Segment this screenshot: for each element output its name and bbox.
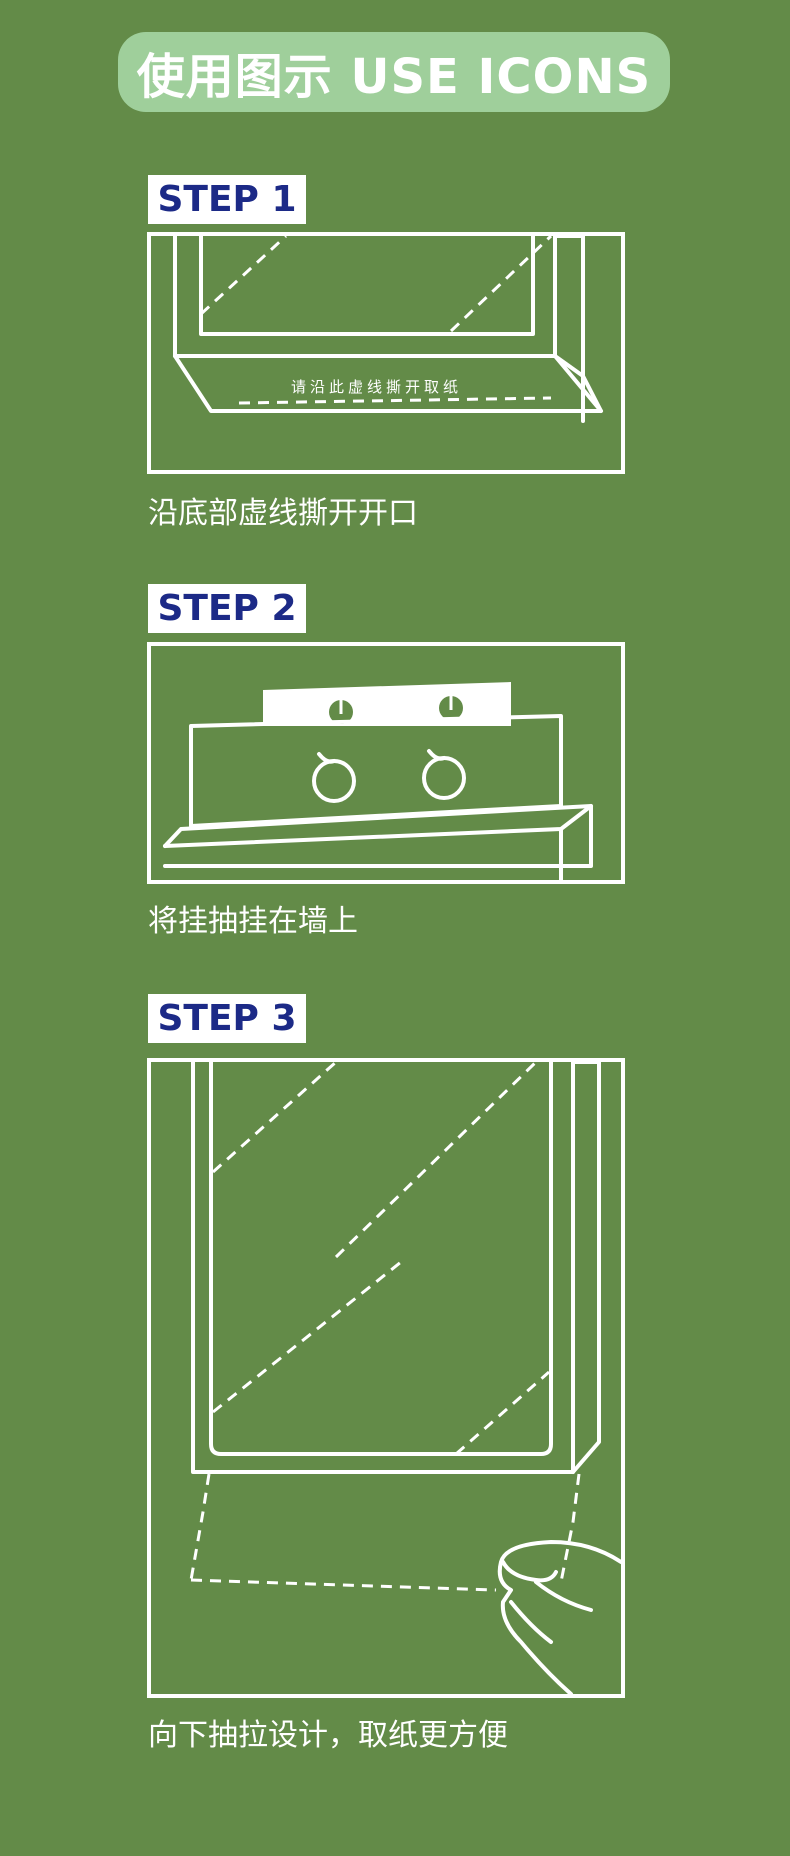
step-3-caption: 向下抽拉设计，取纸更方便 (148, 1718, 508, 1753)
step-3-illustration (147, 1058, 625, 1698)
step-2-caption: 将挂抽挂在墙上 (148, 904, 358, 939)
page-title: 使用图示 USE ICONS (118, 32, 670, 112)
box-tear-instruction: 请沿此虚线撕开取纸 (291, 378, 462, 396)
tissue-box-hanging-icon (163, 714, 593, 880)
wall-hook-icon (263, 682, 511, 726)
step-1-caption: 沿底部虚线撕开开口 (148, 496, 418, 531)
tissue-box-front-icon: 请沿此虚线撕开取纸 (173, 236, 603, 423)
step-1-illustration: 请沿此虚线撕开取纸 (147, 232, 625, 474)
hand-pulling-tissue-icon (497, 1540, 621, 1694)
tear-line-icon (238, 396, 552, 405)
step-2-illustration (147, 642, 625, 884)
tissue-box-front-icon (191, 1062, 601, 1474)
step-3-label: STEP 3 (148, 994, 306, 1043)
step-2-label: STEP 2 (148, 584, 306, 633)
step-1-label: STEP 1 (148, 175, 306, 224)
